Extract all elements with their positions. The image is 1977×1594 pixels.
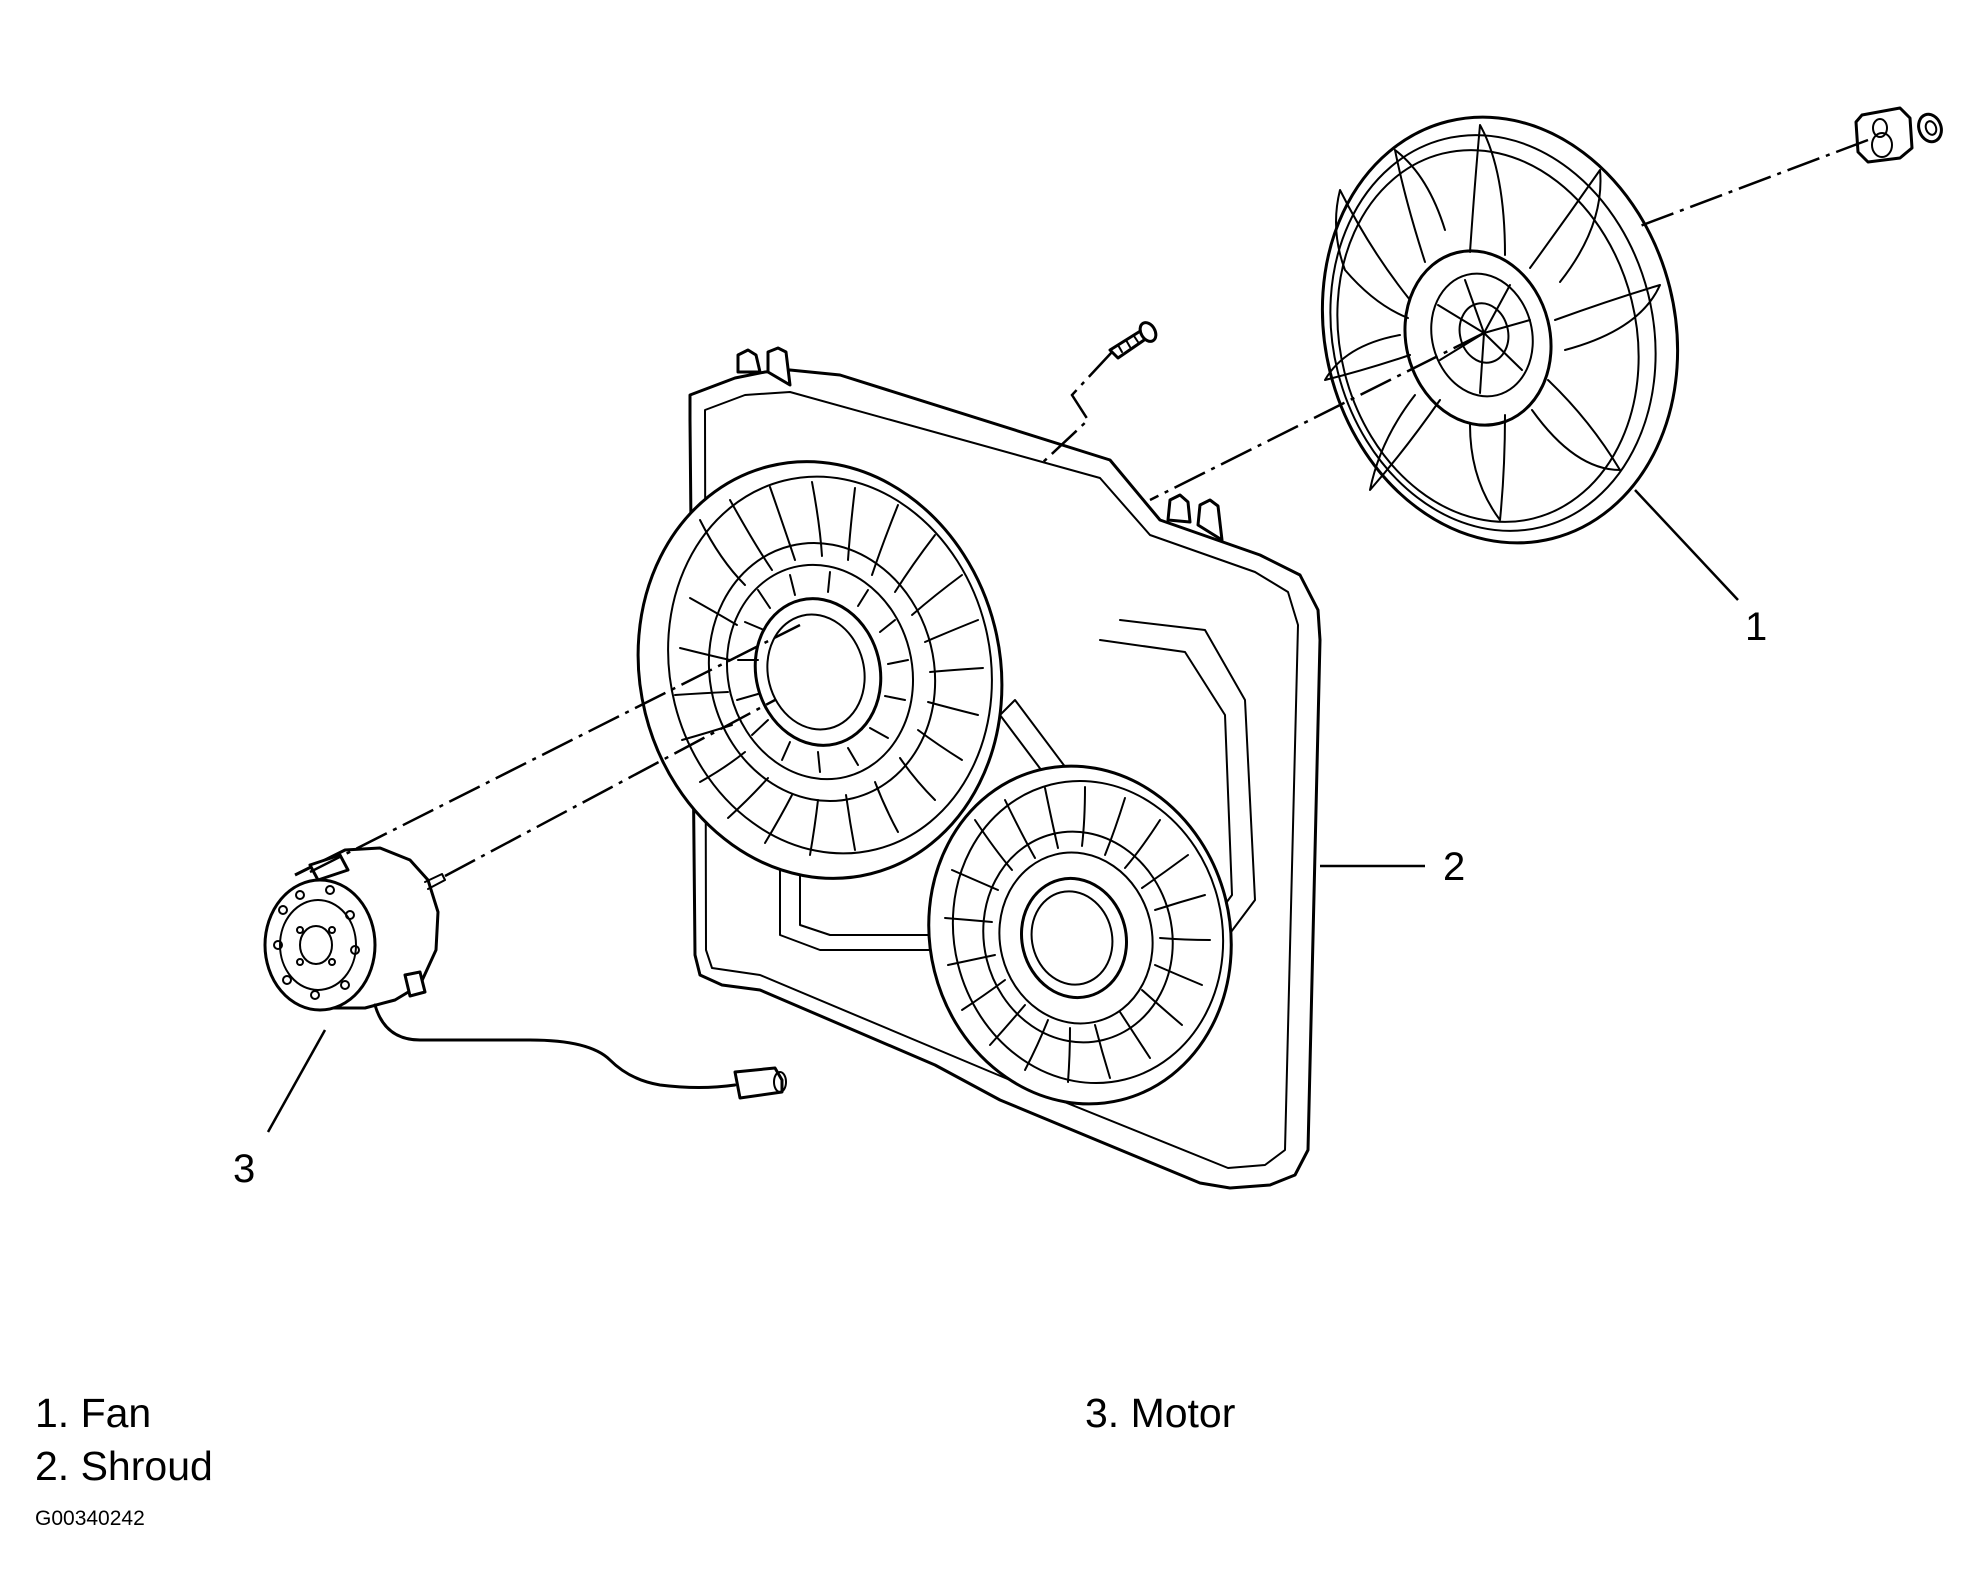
washer-icon — [1917, 112, 1943, 144]
assembly-lines — [309, 138, 1869, 878]
callout-leaders — [266, 489, 1739, 1133]
figure-id: G00340242 — [35, 1507, 145, 1530]
motor-icon — [263, 846, 446, 1012]
legend-item-shroud: 2. Shroud — [35, 1443, 213, 1489]
nut-icon — [1854, 106, 1914, 164]
callout-1: 1 — [1745, 605, 1767, 649]
legend-item-fan: 1. Fan — [35, 1390, 152, 1436]
legend-item-motor: 3. Motor — [1085, 1390, 1236, 1436]
callout-3: 3 — [233, 1147, 255, 1191]
shroud-icon — [636, 346, 1322, 1190]
fan-icon — [1320, 115, 1680, 545]
callout-2: 2 — [1443, 845, 1465, 889]
screw-icon — [1108, 321, 1158, 360]
connector-icon — [373, 1003, 787, 1100]
